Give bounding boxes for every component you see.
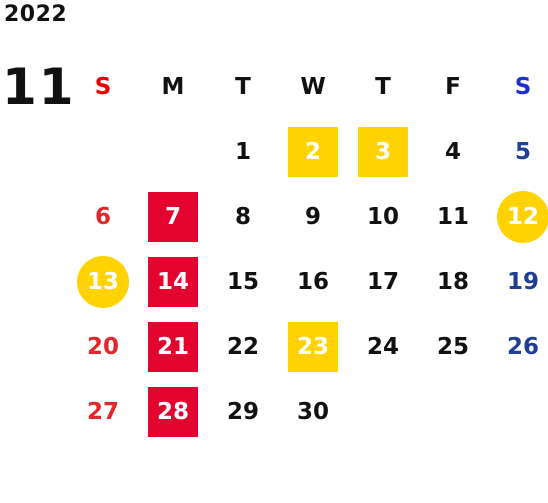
day-8: 8 [234, 203, 251, 230]
day-cell: 20 [68, 314, 138, 379]
weekday-saturday: S [514, 73, 532, 100]
day-9: 9 [304, 203, 321, 230]
day-26: 26 [506, 333, 539, 360]
year-label: 2022 [4, 2, 68, 27]
day-cell: 18 [418, 249, 488, 314]
day-cell: 9 [278, 184, 348, 249]
day-12: 12 [497, 190, 548, 243]
day-cell: 13 [68, 249, 138, 314]
day-cell: 11 [418, 184, 488, 249]
day-19: 19 [506, 268, 539, 295]
day-24: 24 [366, 333, 399, 360]
day-cell: 24 [348, 314, 418, 379]
weekday-monday: M [161, 73, 185, 100]
day-21: 21 [148, 321, 198, 372]
day-cell: 30 [278, 379, 348, 444]
day-cell: 16 [278, 249, 348, 314]
day-cell: 28 [138, 379, 208, 444]
day-cell: 10 [348, 184, 418, 249]
day-cell: 5 [488, 119, 548, 184]
calendar-grid: S M T W T F S 1 2 3 4 5 6 7 8 9 10 11 12… [68, 54, 548, 444]
day-14: 14 [148, 256, 198, 307]
day-cell: 25 [418, 314, 488, 379]
day-cell: 29 [208, 379, 278, 444]
day-cell: 8 [208, 184, 278, 249]
day-cell: 27 [68, 379, 138, 444]
day-cell: 14 [138, 249, 208, 314]
day-15: 15 [226, 268, 259, 295]
day-cell: 3 [348, 119, 418, 184]
day-cell: 21 [138, 314, 208, 379]
day-3: 3 [358, 126, 408, 177]
day-7: 7 [148, 191, 198, 242]
weekday-tuesday: T [235, 73, 251, 100]
day-25: 25 [436, 333, 469, 360]
day-cell: 7 [138, 184, 208, 249]
day-30: 30 [296, 398, 329, 425]
day-cell: 15 [208, 249, 278, 314]
day-4: 4 [444, 138, 461, 165]
day-cell: 2 [278, 119, 348, 184]
day-2: 2 [288, 126, 338, 177]
weekday-friday: F [445, 73, 461, 100]
day-17: 17 [366, 268, 399, 295]
day-cell: 1 [208, 119, 278, 184]
day-1: 1 [234, 138, 251, 165]
day-cell: 26 [488, 314, 548, 379]
day-cell: 23 [278, 314, 348, 379]
empty-day [488, 379, 548, 444]
day-22: 22 [226, 333, 259, 360]
day-cell: 19 [488, 249, 548, 314]
day-5: 5 [514, 138, 531, 165]
day-28: 28 [148, 386, 198, 437]
empty-day [138, 119, 208, 184]
weekday-thursday: T [375, 73, 391, 100]
day-11: 11 [436, 203, 469, 230]
empty-day [348, 379, 418, 444]
day-cell: 4 [418, 119, 488, 184]
weekday-sunday: S [94, 73, 112, 100]
day-27: 27 [86, 398, 119, 425]
day-29: 29 [226, 398, 259, 425]
day-23: 23 [288, 321, 338, 372]
day-cell: 12 [488, 184, 548, 249]
day-20: 20 [86, 333, 119, 360]
day-cell: 6 [68, 184, 138, 249]
day-13: 13 [77, 255, 129, 308]
day-cell: 22 [208, 314, 278, 379]
empty-day [68, 119, 138, 184]
day-10: 10 [366, 203, 399, 230]
day-16: 16 [296, 268, 329, 295]
day-cell: 17 [348, 249, 418, 314]
empty-day [418, 379, 488, 444]
day-6: 6 [94, 203, 111, 230]
month-label: 11 [2, 58, 76, 116]
day-18: 18 [436, 268, 469, 295]
weekday-wednesday: W [300, 73, 326, 100]
